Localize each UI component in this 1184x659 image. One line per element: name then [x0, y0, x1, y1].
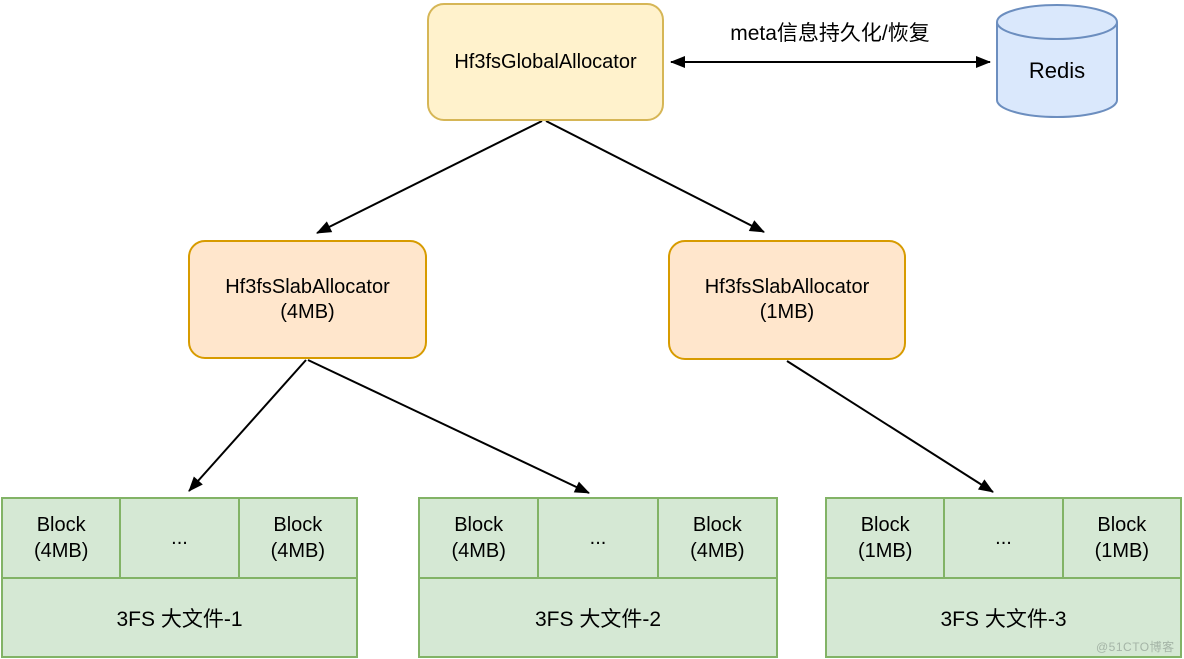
ellipsis-cell: ...: [121, 499, 240, 577]
ellipsis-cell: ...: [539, 499, 659, 577]
file-table-1: Block (4MB) ... Block (4MB) 3FS 大文件-1: [1, 497, 358, 658]
block-cell: Block (1MB): [1064, 499, 1180, 577]
ellipsis-text: ...: [171, 527, 188, 549]
block-cell: Block (4MB): [420, 499, 540, 577]
node-slab-allocator-4mb: Hf3fsSlabAllocator (4MB): [188, 240, 427, 359]
block-cell-size: (1MB): [857, 540, 913, 562]
slab-1mb-label-line2: (1MB): [759, 301, 815, 323]
block-cell-size: (4MB): [270, 540, 326, 562]
arrow-slab4mb-to-file2: [307, 359, 590, 494]
meta-link-label: meta信息持久化/恢复: [730, 22, 930, 45]
node-redis: Redis: [995, 2, 1119, 120]
arrow-global-to-slab-4mb: [316, 120, 543, 234]
slab-1mb-label-line1: Hf3fsSlabAllocator: [704, 276, 870, 298]
ellipsis-cell: ...: [945, 499, 1064, 577]
node-slab-allocator-1mb: Hf3fsSlabAllocator (1MB): [668, 240, 906, 360]
block-cell-name: Block: [454, 514, 504, 536]
block-cell-name: Block: [36, 514, 86, 536]
block-cell-size: (1MB): [1094, 540, 1150, 562]
database-cylinder-icon: [996, 4, 1118, 118]
block-cell-size: (4MB): [690, 540, 745, 562]
block-cell-size: (4MB): [33, 540, 89, 562]
file-table-3: Block (1MB) ... Block (1MB) 3FS 大文件-3: [825, 497, 1182, 658]
file-table-3-block-row: Block (1MB) ... Block (1MB): [827, 499, 1180, 579]
block-cell-name: Block: [273, 514, 323, 536]
file-table-2-block-row: Block (4MB) ... Block (4MB): [420, 499, 776, 579]
block-cell-size: (4MB): [451, 540, 506, 562]
arrow-slab4mb-to-file1: [188, 359, 307, 492]
block-cell: Block (4MB): [3, 499, 122, 577]
block-cell-name: Block: [1097, 514, 1147, 536]
block-cell-name: Block: [860, 514, 910, 536]
slab-4mb-label-line1: Hf3fsSlabAllocator: [225, 275, 390, 298]
block-cell: Block (4MB): [240, 499, 356, 577]
watermark-text: @51CTO博客: [1096, 640, 1175, 654]
file-label-row: 3FS 大文件-1: [116, 607, 243, 631]
file-label-row: 3FS 大文件-3: [940, 607, 1067, 631]
block-cell-name: Block: [692, 514, 742, 536]
file-label-row: 3FS 大文件-2: [534, 607, 662, 631]
slab-4mb-label-line2: (4MB): [280, 300, 335, 323]
ellipsis-text: ...: [995, 527, 1012, 549]
global-allocator-label: Hf3fsGlobalAllocator: [454, 50, 637, 73]
arrow-global-to-slab-1mb: [545, 120, 765, 233]
block-cell: Block (1MB): [827, 499, 946, 577]
arrow-slab1mb-to-file3: [786, 360, 994, 493]
redis-label: Redis: [1028, 58, 1086, 83]
node-global-allocator: Hf3fsGlobalAllocator: [427, 3, 664, 121]
ellipsis-text: ...: [589, 527, 607, 549]
file-table-2: Block (4MB) ... Block (4MB) 3FS 大文件-2: [418, 497, 778, 658]
block-cell: Block (4MB): [659, 499, 776, 577]
file-table-1-block-row: Block (4MB) ... Block (4MB): [3, 499, 356, 579]
